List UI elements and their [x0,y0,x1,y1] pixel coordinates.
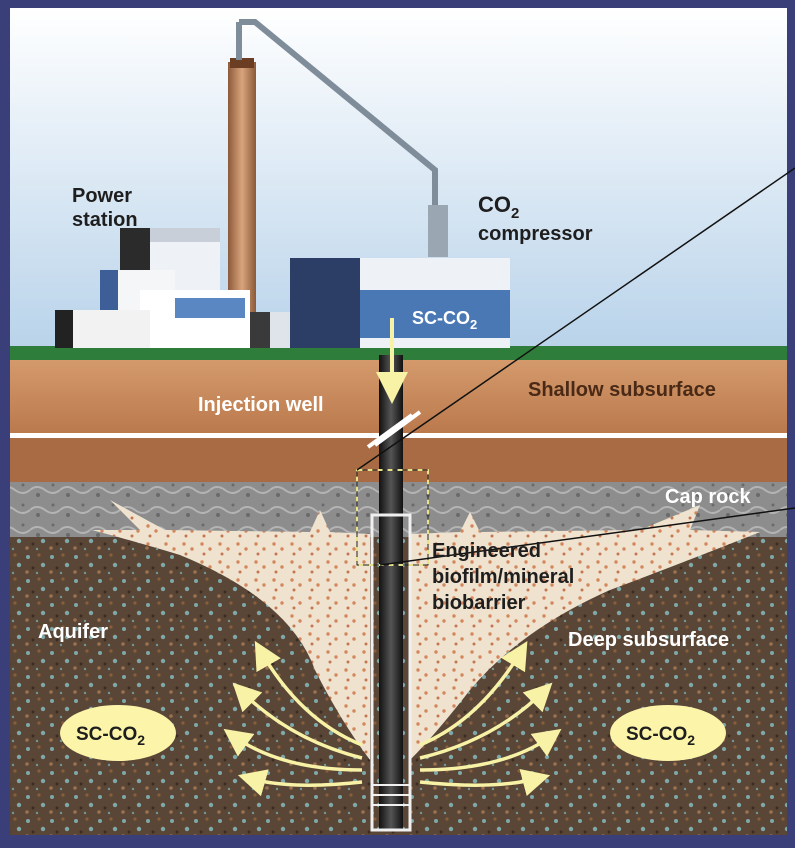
power-station [55,58,315,348]
well-break-mark [366,410,422,449]
well-perforations [372,784,410,806]
label-power-line1: Power [72,185,132,207]
label-biobarrier-line2: biofilm/mineral [432,566,574,588]
well-casing [370,513,412,832]
label-compressor-co: CO2 [478,192,519,222]
co2-transfer-pipe [239,19,438,205]
sc-co2-bubble-right [610,705,726,761]
label-sc-co2-top: SC-CO2 [412,308,477,332]
label-biobarrier-line1: Engineered [432,540,541,562]
co2-flow-arrows-left [223,640,363,797]
label-biobarrier-line3: biobarrier [432,592,526,614]
ground-surface [10,346,787,360]
label-sc-co2-right: SC-CO2 [626,724,695,748]
callout-line-top [356,167,795,471]
label-compressor-word: compressor [478,223,593,245]
co2-flow-arrows-right [419,640,562,797]
label-deep-subsurface: Deep subsurface [568,629,729,651]
sc-co2-bubble-left [60,705,176,761]
smokestack [228,62,256,320]
co2-compressor [290,205,510,348]
callout-line-bottom [379,507,795,566]
label-cap-rock: Cap rock [665,486,751,508]
label-sc-co2-left: SC-CO2 [76,724,145,748]
label-power-line2: station [72,209,138,231]
label-aquifer: Aquifer [38,621,108,643]
biobarrier-plume [92,500,760,760]
label-shallow-subsurface: Shallow subsurface [528,379,716,401]
label-injection-well: Injection well [198,394,324,416]
